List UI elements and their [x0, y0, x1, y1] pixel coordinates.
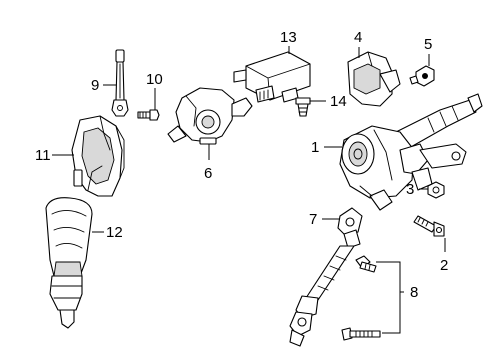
- part-6-lock-housing: [167, 87, 253, 145]
- callout-14: 14: [330, 93, 347, 110]
- callout-6: 6: [204, 165, 212, 182]
- callout-1: 1: [311, 139, 319, 156]
- part-13-control-module: [233, 51, 311, 103]
- callout-3: 3: [406, 181, 414, 198]
- part-9-rod: [111, 49, 129, 117]
- leader-8: [376, 261, 404, 334]
- callout-8: 8: [410, 284, 418, 301]
- callout-4: 4: [354, 29, 362, 46]
- part-3-nut: [427, 181, 445, 199]
- part-2-bolt: [413, 215, 445, 237]
- callout-12: 12: [106, 224, 123, 241]
- part-11-column-cover: [71, 115, 125, 197]
- callout-5: 5: [424, 36, 432, 53]
- part-10-bolt: [137, 109, 160, 121]
- part-1-steering-column: [339, 93, 483, 211]
- part-14-bolt: [295, 97, 311, 117]
- part-5-plug: [409, 65, 435, 87]
- part-8-bolt-upper: [355, 255, 377, 273]
- callout-13: 13: [280, 29, 297, 46]
- callout-2: 2: [440, 257, 448, 274]
- callout-7: 7: [309, 211, 317, 228]
- callout-10: 10: [146, 71, 163, 88]
- part-4-sensor: [347, 51, 401, 107]
- part-12-lower-cover: [45, 197, 93, 329]
- callout-9: 9: [91, 77, 99, 94]
- part-7-intermediate-shaft: [289, 207, 363, 347]
- callout-11: 11: [35, 147, 51, 164]
- part-8-bolt-lower: [341, 327, 381, 341]
